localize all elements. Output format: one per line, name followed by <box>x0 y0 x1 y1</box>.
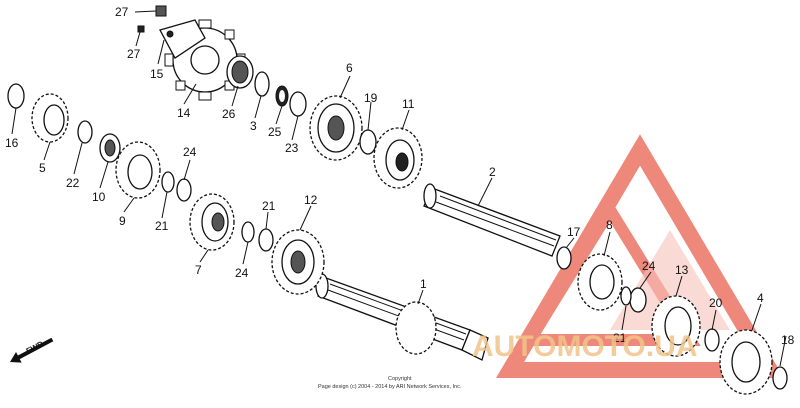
ring-25 <box>275 85 289 107</box>
plate-15 <box>159 19 206 59</box>
callout: 21 <box>155 219 169 233</box>
callout: 20 <box>709 296 723 310</box>
callout: 27 <box>115 5 129 19</box>
callout: 18 <box>781 333 795 347</box>
gear-6 <box>309 95 363 161</box>
washer-19 <box>359 129 377 155</box>
gear-8 <box>577 253 623 311</box>
copyright-line1: Copyright <box>388 376 412 382</box>
washer-23 <box>289 91 307 117</box>
washer-18 <box>772 366 788 390</box>
gear-1 <box>395 301 437 355</box>
callout: 25 <box>268 125 282 139</box>
callout: 2 <box>489 165 496 179</box>
callout: 12 <box>304 193 318 207</box>
callout: 24 <box>235 266 249 280</box>
callout: 27 <box>127 47 141 61</box>
watermark-text: AUTOMOTO.UA <box>472 330 698 363</box>
callout: 5 <box>39 161 46 175</box>
callout: 24 <box>183 145 197 159</box>
leader-lines <box>11 10 787 367</box>
callout: 19 <box>364 91 378 105</box>
callout: 7 <box>195 263 202 277</box>
callout: 3 <box>250 119 257 133</box>
gear-4 <box>719 329 773 395</box>
callout: 4 <box>757 291 764 305</box>
washer-20 <box>704 328 720 352</box>
callout: 22 <box>66 176 80 190</box>
callout: 26 <box>222 107 236 121</box>
callout: 6 <box>346 61 353 75</box>
callout-labels: 27 27 15 14 26 3 25 23 6 19 11 16 5 22 1… <box>5 5 795 347</box>
bearing-26 <box>226 55 254 89</box>
callout: 17 <box>567 225 581 239</box>
gear-7 <box>189 193 235 251</box>
gear-13 <box>651 295 701 357</box>
fwd-label: FWD <box>25 339 46 356</box>
washer-17 <box>556 246 572 270</box>
gear-12 <box>271 229 325 295</box>
callout: 11 <box>402 97 415 111</box>
washer-24-b <box>241 221 255 243</box>
gear-5 <box>31 93 69 143</box>
callout: 14 <box>177 106 191 120</box>
copyright-line2: Page design (c) 2004 - 2014 by ARI Netwo… <box>318 384 462 390</box>
gear-9 <box>115 141 161 199</box>
callout: 21 <box>613 331 627 345</box>
washer-21-b <box>258 228 274 252</box>
washer-3 <box>254 71 270 97</box>
washer-24-c <box>629 287 647 313</box>
callout: 16 <box>5 136 19 150</box>
callout: 23 <box>285 141 299 155</box>
washer-21-a <box>161 171 175 193</box>
callout: 9 <box>119 214 126 228</box>
callout: 10 <box>92 190 106 204</box>
callout: 8 <box>606 218 613 232</box>
callout: 13 <box>675 263 689 277</box>
mainshaft-upper <box>423 183 561 257</box>
callout: 15 <box>150 67 164 81</box>
washer-16 <box>7 83 25 109</box>
gear-11 <box>373 127 423 189</box>
callout: 24 <box>642 259 656 273</box>
fwd-arrow-icon <box>10 337 54 363</box>
callout: 21 <box>262 199 276 213</box>
washer-22 <box>77 120 93 144</box>
bolt-27 <box>137 5 167 33</box>
bushing-10 <box>99 133 121 163</box>
callout: 1 <box>420 277 427 291</box>
washer-24-a <box>176 178 192 202</box>
washer-21-c <box>620 286 632 306</box>
